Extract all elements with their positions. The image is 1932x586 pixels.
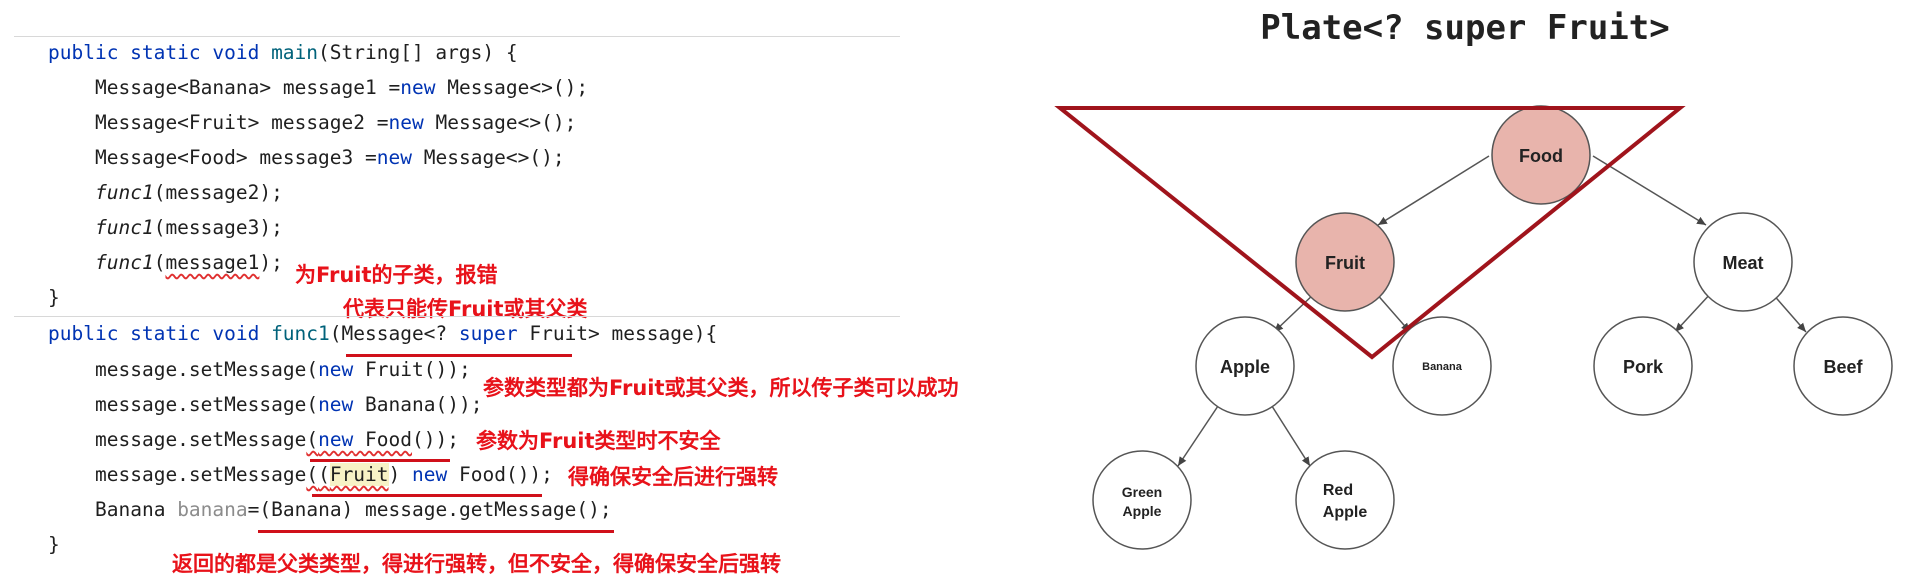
node-red-apple	[1295, 450, 1395, 550]
diagram-title: Plate<? super Fruit>	[1260, 8, 1670, 48]
label-meat: Meat	[1722, 253, 1763, 273]
node-pork	[1593, 316, 1693, 416]
node-beef	[1793, 316, 1893, 416]
node-fruit	[1295, 212, 1395, 312]
note-ensure-cast: 得确保安全后进行强转	[568, 465, 778, 489]
edge-food-fruit	[1377, 155, 1490, 226]
edge-apple-red	[1269, 402, 1311, 467]
body-line-3: message.setMessage(new Food());	[95, 428, 459, 451]
call-line-1: func1(message2);	[95, 181, 283, 204]
main-signature: public static void main(String[] args) {	[48, 41, 518, 64]
body-line-1: message.setMessage(new Fruit());	[95, 358, 471, 381]
main-line-1: Message<Banana> message1 =new Message<>(…	[95, 76, 589, 99]
func1-close-brace: }	[48, 533, 60, 556]
underline-cast	[312, 494, 542, 497]
call-line-2: func1(message3);	[95, 216, 283, 239]
note-unsafe: 参数为Fruit类型时不安全	[476, 429, 721, 453]
edge-meat-beef	[1770, 291, 1807, 333]
edge-apple-green	[1177, 402, 1221, 467]
node-banana	[1392, 316, 1492, 416]
top-separator	[14, 36, 900, 37]
label-red-apple-line1: Red	[1323, 482, 1353, 499]
label-food: Food	[1519, 146, 1563, 166]
label-red-apple-line2: Apple	[1323, 504, 1368, 521]
label-green-apple-line2: Apple	[1123, 503, 1162, 519]
note-return-parent-type: 返回的都是父类类型，得进行强转，但不安全，得确保安全后强转	[172, 552, 781, 576]
edge-food-meat	[1592, 155, 1707, 226]
label-apple: Apple	[1220, 357, 1270, 377]
code-panel: public static void main(String[] args) {…	[0, 0, 959, 586]
call-line-3: func1(message1);	[95, 251, 283, 274]
func1-signature: public static void func1(Message<? super…	[48, 322, 718, 345]
underline-signature	[346, 354, 572, 357]
main-close-brace: }	[48, 286, 60, 309]
super-bound-triangle	[1054, 106, 1686, 360]
edge-meat-pork	[1674, 291, 1713, 333]
note-subclass-error: 为Fruit的子类，报错	[295, 263, 498, 287]
label-banana: Banana	[1422, 361, 1463, 373]
label-pork: Pork	[1623, 357, 1664, 377]
body-line-5: Banana banana=(Banana) message.getMessag…	[95, 498, 612, 521]
body-line-2: message.setMessage(new Banana());	[95, 393, 483, 416]
node-food	[1491, 105, 1591, 205]
mid-separator	[14, 316, 900, 317]
note-only-fruit-or-parent: 代表只能传Fruit或其父类	[343, 297, 588, 321]
node-green-apple	[1092, 450, 1192, 550]
main-line-2: Message<Fruit> message2 =new Message<>()…	[95, 111, 577, 134]
note-subclass-ok: 参数类型都为Fruit或其父类，所以传子类可以成功	[483, 376, 959, 400]
edge-fruit-apple	[1273, 291, 1317, 333]
underline-getmessage	[258, 530, 614, 533]
label-fruit: Fruit	[1325, 253, 1365, 273]
label-beef: Beef	[1823, 357, 1863, 377]
edge-fruit-banana	[1374, 291, 1411, 333]
node-apple	[1195, 316, 1295, 416]
node-meat	[1693, 212, 1793, 312]
underline-new-food	[310, 459, 450, 462]
body-line-4: message.setMessage((Fruit) new Food());	[95, 463, 553, 486]
label-green-apple-line1: Green	[1122, 484, 1162, 500]
main-line-3: Message<Food> message3 =new Message<>();	[95, 146, 565, 169]
